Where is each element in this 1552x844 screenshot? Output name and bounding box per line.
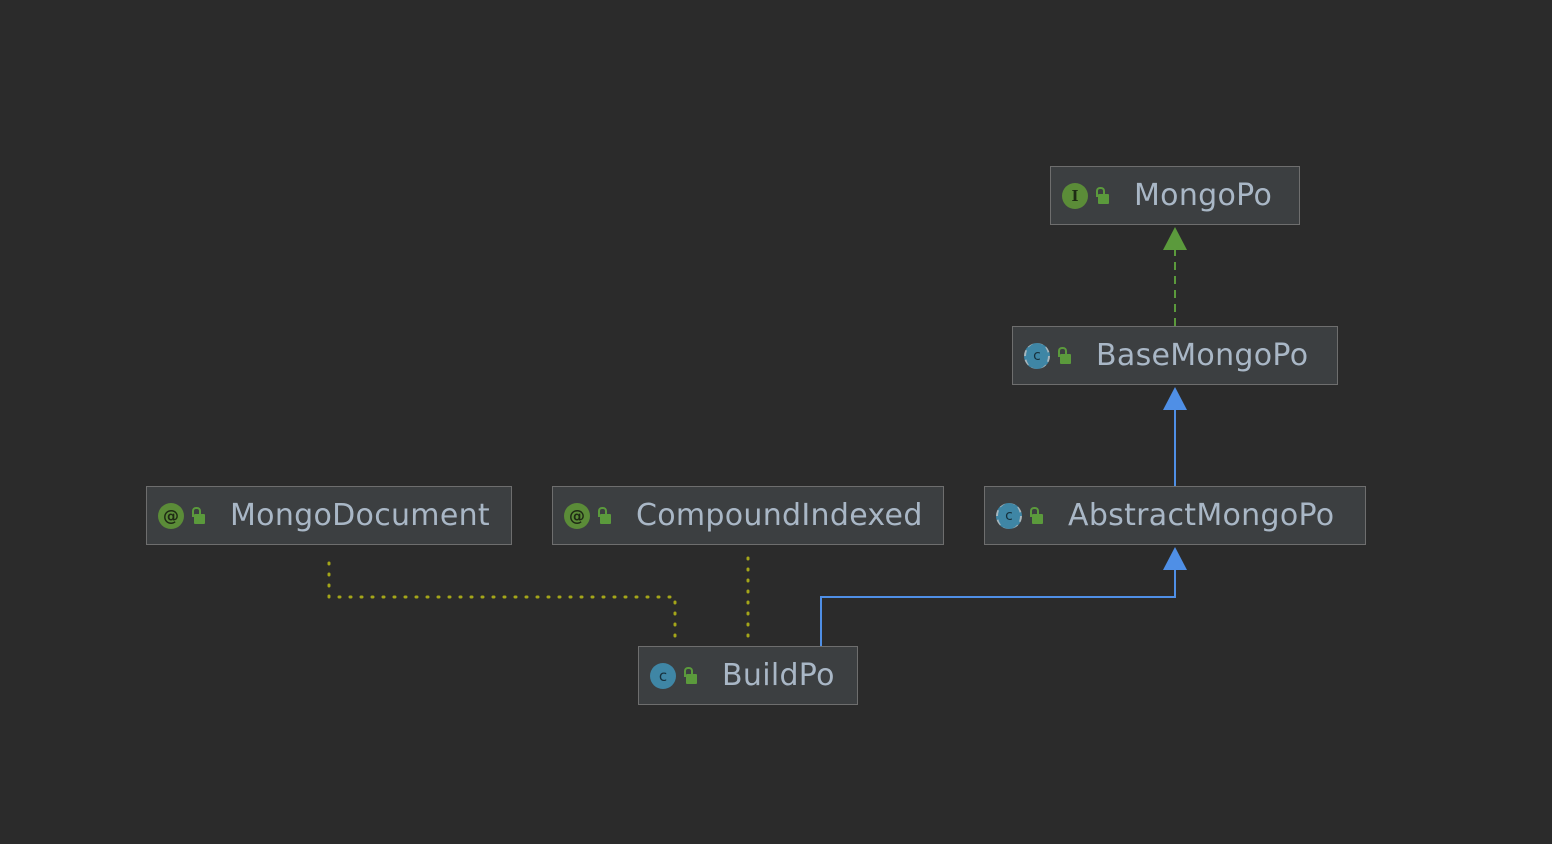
unlocked-public-icon [684, 666, 698, 685]
edge-annotation-buildpo-mongodocument [327, 558, 677, 638]
class-icon: c [650, 662, 676, 689]
node-label: MongoPo [1134, 178, 1273, 213]
abstract-class-icon: c [996, 502, 1022, 529]
node-compoundindexed[interactable]: @ CompoundIndexed [552, 486, 944, 545]
annotation-icon: @ [564, 502, 590, 529]
node-buildpo[interactable]: c BuildPo [638, 646, 858, 705]
interface-icon: I [1062, 182, 1088, 209]
annotation-icon: @ [158, 502, 184, 529]
abstract-class-icon: c [1024, 342, 1050, 369]
node-basemongopo[interactable]: c BaseMongoPo [1012, 326, 1338, 385]
unlocked-public-icon [598, 506, 612, 525]
unlocked-public-icon [1030, 506, 1044, 525]
unlocked-public-icon [1096, 186, 1110, 205]
edge-extends-abstractmongopo-basemongopo [1163, 387, 1187, 486]
node-label: MongoDocument [230, 498, 490, 533]
arrowhead-icon [1163, 227, 1187, 250]
edge-implements-basemongopo-mongopo [1163, 227, 1187, 326]
node-abstractmongopo[interactable]: c AbstractMongoPo [984, 486, 1366, 545]
unlocked-public-icon [192, 506, 206, 525]
node-label: AbstractMongoPo [1068, 498, 1335, 533]
node-mongodocument[interactable]: @ MongoDocument [146, 486, 512, 545]
node-mongopo[interactable]: I MongoPo [1050, 166, 1300, 225]
node-label: CompoundIndexed [636, 498, 923, 533]
node-label: BaseMongoPo [1096, 338, 1309, 373]
arrowhead-icon [1163, 387, 1187, 410]
node-label: BuildPo [722, 658, 835, 693]
arrowhead-icon [1163, 547, 1187, 570]
edge-extends-buildpo-abstractmongopo [820, 547, 1187, 646]
unlocked-public-icon [1058, 346, 1072, 365]
